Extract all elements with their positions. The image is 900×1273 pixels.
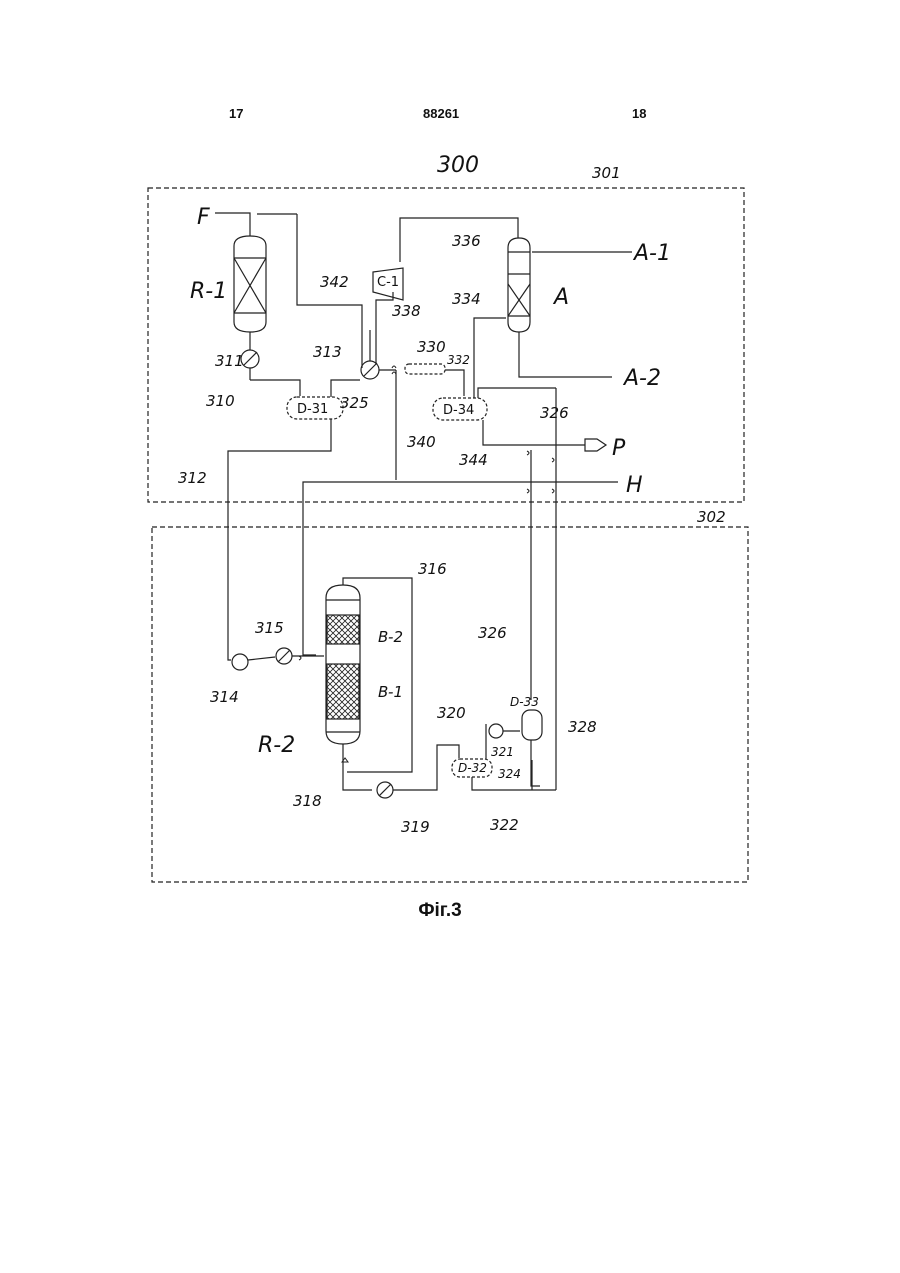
label-compressor-c1: C-1	[377, 275, 399, 290]
bed-b2	[327, 615, 359, 644]
label-316: 316	[418, 560, 447, 578]
label-312: 312	[178, 469, 207, 487]
unit-301-boundary	[148, 188, 744, 502]
label-320: 320	[437, 704, 466, 722]
label-314: 314	[210, 688, 239, 706]
reactor-r2	[326, 585, 360, 744]
label-342: 342	[320, 273, 349, 291]
bed-b1	[327, 664, 359, 719]
label-bed-b1: B-1	[378, 683, 403, 701]
label-absorber-a: A	[552, 285, 569, 310]
label-drum-d32: D-32	[458, 761, 487, 775]
label-332: 332	[447, 353, 470, 367]
label-324: 324	[498, 767, 521, 781]
figure-caption: Фіг.3	[0, 900, 880, 922]
label-344: 344	[459, 451, 488, 469]
label-feed-f: F	[197, 205, 210, 230]
label-stream-a2: A-2	[622, 366, 661, 391]
label-315: 315	[255, 619, 284, 637]
pump-314	[232, 654, 248, 670]
label-313: 313	[313, 343, 342, 361]
label-326-bottom: 326	[478, 624, 507, 642]
label-hydrogen-h: H	[626, 473, 643, 498]
label-318: 318	[293, 792, 322, 810]
label-338: 338	[392, 302, 421, 320]
heat-exchanger-321	[489, 724, 503, 738]
label-319: 319	[401, 818, 430, 836]
exchanger-330	[405, 364, 445, 374]
label-drum-d31: D-31	[297, 402, 328, 417]
label-311: 311	[215, 352, 244, 370]
absorber-a	[508, 238, 530, 332]
label-unit-302: 302	[697, 508, 726, 526]
label-system-300: 300	[437, 153, 479, 178]
label-drum-d34: D-34	[443, 403, 474, 418]
label-328: 328	[568, 718, 597, 736]
reactor-r1	[234, 236, 266, 332]
drum-d33	[522, 710, 542, 740]
label-336: 336	[452, 232, 481, 250]
label-326-top: 326	[540, 404, 569, 422]
label-stream-a1: A-1	[632, 241, 671, 266]
label-322: 322	[490, 816, 519, 834]
label-321: 321	[491, 745, 514, 759]
label-unit-301: 301	[592, 164, 621, 182]
label-340: 340	[407, 433, 436, 451]
label-310: 310	[206, 392, 235, 410]
label-330: 330	[417, 338, 446, 356]
label-bed-b2: B-2	[378, 628, 403, 646]
label-325: 325	[340, 394, 369, 412]
label-334: 334	[452, 290, 481, 308]
label-product-p: P	[612, 436, 626, 461]
label-reactor-r1: R-1	[190, 279, 227, 304]
label-reactor-r2: R-2	[258, 733, 295, 758]
label-drum-d33: D-33	[510, 695, 539, 709]
